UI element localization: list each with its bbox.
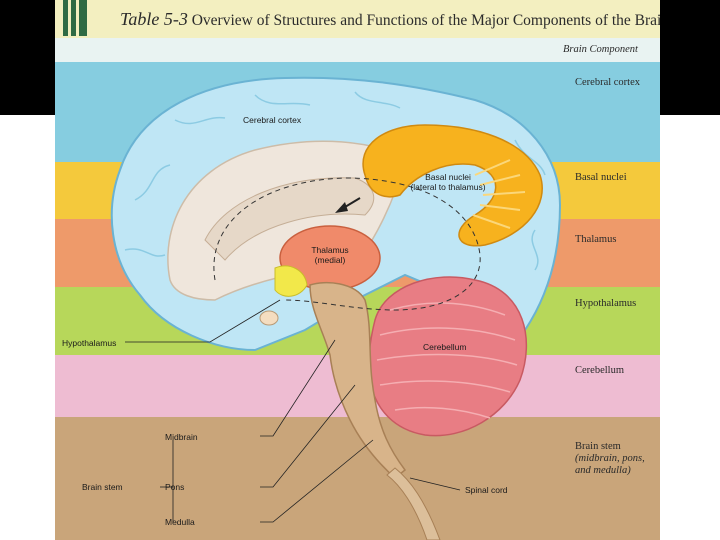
spinal-cord-shape: [386, 467, 441, 540]
label-thalamus: Thalamus (medial): [300, 245, 360, 265]
brain-stem-shape: [309, 281, 407, 479]
table-number: Table 5-3: [120, 9, 188, 29]
band-brain-stem: [55, 417, 660, 540]
right-black-bar: [660, 0, 720, 115]
table-title-text: Overview of Structures and Functions of …: [191, 12, 660, 29]
label-basal-nuclei-note: (lateral to thalamus): [410, 182, 486, 192]
title-tab-stripes: [63, 0, 87, 36]
band-label-cerebellum: Cerebellum: [575, 365, 624, 376]
band-label-thalamus: Thalamus: [575, 234, 617, 245]
label-cerebellum: Cerebellum: [423, 342, 467, 352]
basal-nuclei-shape: [362, 124, 543, 247]
title-band: Table 5-3 Overview of Structures and Fun…: [55, 0, 660, 38]
label-pons: Pons: [165, 482, 185, 492]
label-thalamus-name: Thalamus: [311, 245, 349, 255]
figure-plate: Table 5-3 Overview of Structures and Fun…: [55, 0, 660, 540]
band-label-basal-nuclei: Basal nuclei: [575, 172, 627, 183]
band-label-brain-stem-sub: (midbrain, pons, and medulla): [575, 453, 645, 476]
header-band: [55, 38, 660, 62]
label-basal-nuclei: Basal nuclei (lateral to thalamus): [403, 172, 493, 192]
label-thalamus-note: (medial): [314, 255, 346, 265]
band-label-cerebral-cortex: Cerebral cortex: [575, 77, 641, 88]
table-title: Table 5-3 Overview of Structures and Fun…: [120, 9, 660, 30]
label-cerebral-cortex: Cerebral cortex: [243, 115, 302, 125]
brain-sagittal-illustration: [110, 76, 562, 540]
column-header: Brain Component: [563, 44, 638, 55]
label-brain-stem: Brain stem: [82, 482, 123, 492]
label-midbrain: Midbrain: [165, 432, 198, 442]
label-medulla: Medulla: [165, 517, 195, 527]
hypothalamus-shape: [274, 265, 308, 297]
band-label-hypothalamus: Hypothalamus: [575, 298, 637, 309]
band-label-brain-stem: Brain stem: [575, 441, 621, 452]
label-hypothalamus: Hypothalamus: [62, 338, 117, 348]
label-basal-nuclei-name: Basal nuclei: [425, 172, 471, 182]
label-spinal-cord: Spinal cord: [465, 485, 508, 495]
left-black-bar: [0, 0, 55, 115]
